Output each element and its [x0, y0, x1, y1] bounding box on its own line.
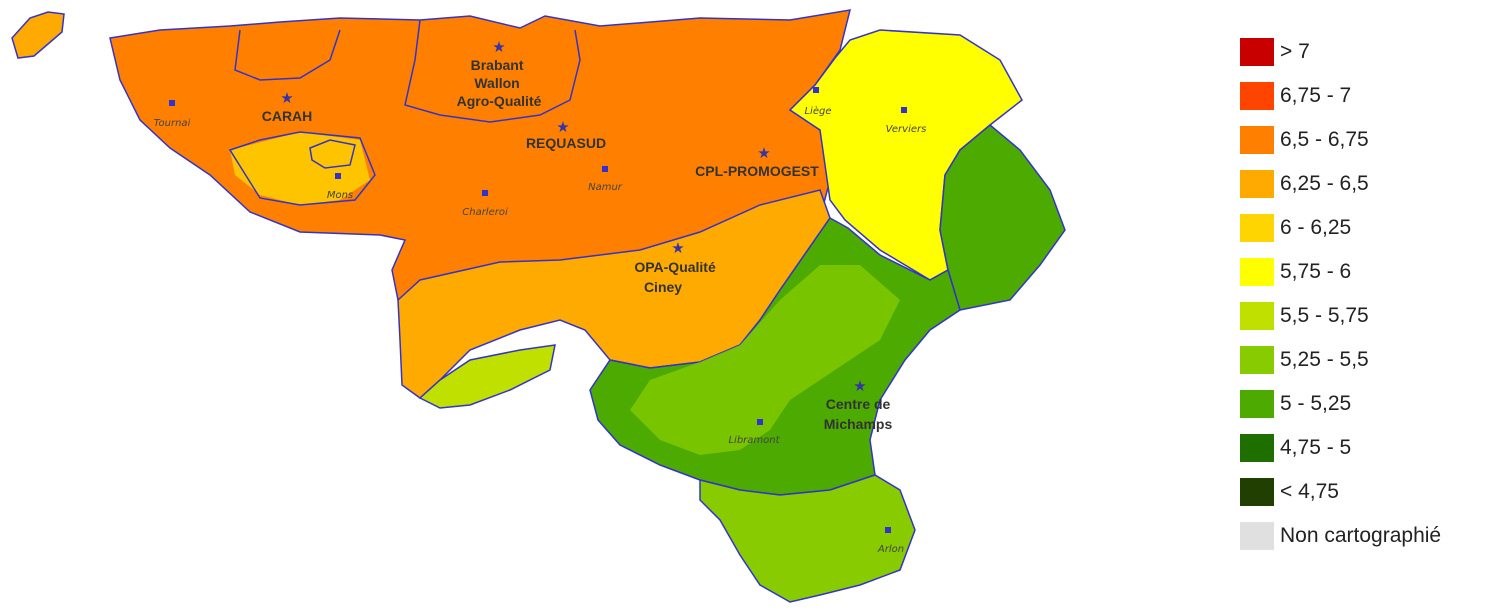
- legend-swatch: [1240, 522, 1274, 550]
- legend-item: 4,75 - 5: [1240, 426, 1490, 470]
- legend-item: Non cartographié: [1240, 514, 1490, 558]
- legend-label: > 7: [1280, 40, 1310, 63]
- legend-item: 6,75 - 7: [1240, 74, 1490, 118]
- legend-swatch: [1240, 82, 1274, 110]
- legend-label: 5 - 5,25: [1280, 392, 1352, 415]
- city-dot: [482, 190, 488, 196]
- legend-swatch: [1240, 126, 1274, 154]
- region-lightgreen-southwest: [418, 344, 556, 409]
- city-label-mons: Mons: [327, 190, 353, 201]
- region-comines: [11, 11, 65, 59]
- city-dot: [335, 173, 341, 179]
- legend-swatch: [1240, 434, 1274, 462]
- legend-swatch: [1240, 390, 1274, 418]
- star-icon: ★: [492, 38, 505, 56]
- region-mixed-hainaut: [230, 132, 370, 205]
- legend-label: 6 - 6,25: [1280, 216, 1352, 239]
- org-label-cpl: CPL-PROMOGEST: [695, 163, 819, 179]
- region-green-eastcantons: [939, 124, 1066, 311]
- legend-label: 6,25 - 6,5: [1280, 172, 1369, 195]
- city-dot: [169, 100, 175, 106]
- legend-item: 6,5 - 6,75: [1240, 118, 1490, 162]
- city-dot: [885, 527, 891, 533]
- org-label-carah: CARAH: [262, 108, 313, 124]
- city-label-namur: Namur: [588, 182, 623, 193]
- city-label-arlon: Arlon: [877, 544, 904, 555]
- organisation-markers: ★ ★ ★ ★ ★ ★: [280, 38, 866, 395]
- city-dot: [757, 419, 763, 425]
- city-dot: [602, 166, 608, 172]
- city-label-liege: Liège: [804, 105, 831, 117]
- legend-item: 5,75 - 6: [1240, 250, 1490, 294]
- legend-label: 5,75 - 6: [1280, 260, 1352, 283]
- legend-item: 5,5 - 5,75: [1240, 294, 1490, 338]
- legend-label: Non cartographié: [1280, 524, 1442, 547]
- org-label-michamps: Centre de Michamps: [824, 396, 894, 432]
- city-label-tournai: Tournai: [154, 118, 191, 129]
- region-green-gaume: [699, 474, 916, 603]
- star-icon: ★: [853, 377, 866, 395]
- city-dot: [813, 87, 819, 93]
- wallonia-map: ★ ★ ★ ★ ★ ★ CARAH Brabant Wallon Agro-Qu…: [11, 9, 1066, 603]
- legend-swatch: [1240, 346, 1274, 374]
- city-dot: [901, 107, 907, 113]
- city-label-charleroi: Charleroi: [462, 207, 508, 218]
- city-markers: [169, 87, 907, 533]
- star-icon: ★: [556, 118, 569, 136]
- star-icon: ★: [671, 239, 684, 257]
- legend-label: 6,75 - 7: [1280, 84, 1352, 107]
- legend: > 7 6,75 - 7 6,5 - 6,75 6,25 - 6,5 6 - 6,25 5…: [1240, 30, 1490, 558]
- city-label-verviers: Verviers: [886, 124, 927, 135]
- legend-swatch: [1240, 38, 1274, 66]
- legend-item: < 4,75: [1240, 470, 1490, 514]
- legend-swatch: [1240, 302, 1274, 330]
- org-label-requasud: REQUASUD: [526, 135, 606, 151]
- star-icon: ★: [280, 89, 293, 107]
- legend-item: 6 - 6,25: [1240, 206, 1490, 250]
- organisation-boundaries: [228, 19, 581, 206]
- legend-item: 5,25 - 5,5: [1240, 338, 1490, 382]
- region-lightgreen-ardenne: [630, 265, 900, 455]
- org-label-opa: OPA-Qualité Ciney: [634, 259, 719, 295]
- legend-swatch: [1240, 170, 1274, 198]
- legend-label: 6,5 - 6,75: [1280, 128, 1369, 151]
- city-label-libramont: Libramont: [728, 435, 780, 446]
- legend-swatch: [1240, 214, 1274, 242]
- legend-label: 5,5 - 5,75: [1280, 304, 1369, 327]
- org-label-brabant: Brabant Wallon Agro-Qualité: [457, 57, 542, 109]
- legend-swatch: [1240, 258, 1274, 286]
- legend-item: 5 - 5,25: [1240, 382, 1490, 426]
- legend-label: 4,75 - 5: [1280, 436, 1352, 459]
- star-icon: ★: [757, 144, 770, 162]
- legend-swatch: [1240, 478, 1274, 506]
- legend-label: 5,25 - 5,5: [1280, 348, 1369, 371]
- legend-item: 6,25 - 6,5: [1240, 162, 1490, 206]
- legend-item: > 7: [1240, 30, 1490, 74]
- legend-label: < 4,75: [1280, 480, 1339, 503]
